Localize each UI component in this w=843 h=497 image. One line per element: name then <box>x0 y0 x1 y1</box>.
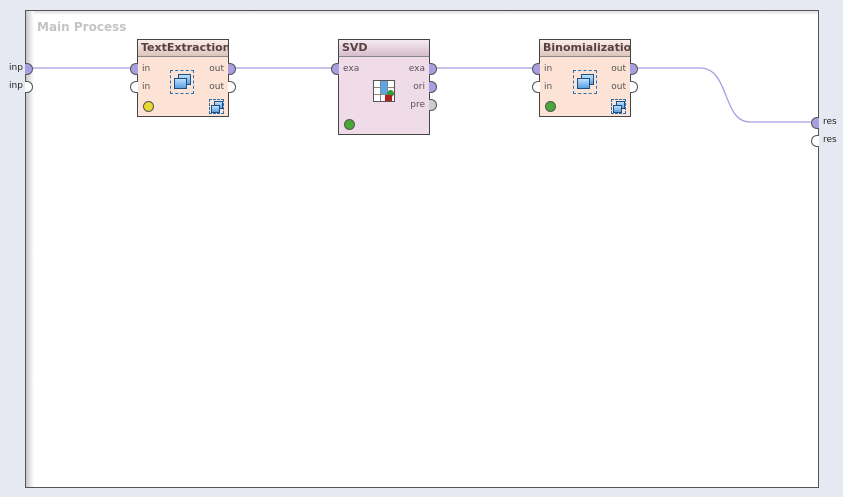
operator-svd[interactable]: SVD exa exa ori pre <box>338 39 430 135</box>
port-label: pre <box>410 100 425 110</box>
input-port[interactable] <box>130 63 138 75</box>
panel-shadow <box>26 11 818 15</box>
status-led-green <box>545 101 556 112</box>
nested-process-icon[interactable] <box>611 99 626 114</box>
output-port[interactable] <box>228 81 236 93</box>
output-port[interactable] <box>228 63 236 75</box>
operator-title: SVD <box>339 40 429 57</box>
port-label: in <box>544 64 553 74</box>
port-label: in <box>142 82 151 92</box>
output-port[interactable] <box>429 99 437 111</box>
process-result-label: res <box>823 117 837 127</box>
input-port[interactable] <box>331 63 339 75</box>
output-port[interactable] <box>429 63 437 75</box>
status-led-yellow <box>143 101 154 112</box>
svd-table-icon <box>373 80 395 102</box>
wire-binomialization-to-res <box>636 67 812 123</box>
operator-binomialization[interactable]: Binomialization in in out out <box>539 39 631 117</box>
operator-textextraction[interactable]: TextExtraction... in in out out <box>137 39 229 117</box>
process-result-label: res <box>823 135 837 145</box>
input-port[interactable] <box>532 63 540 75</box>
port-label: out <box>209 64 224 74</box>
port-label: out <box>209 82 224 92</box>
panel-shadow <box>26 11 34 487</box>
process-title: Main Process <box>37 20 127 34</box>
process-input-port[interactable] <box>25 81 33 93</box>
operator-title: Binomialization <box>540 40 630 57</box>
port-label: exa <box>408 64 425 74</box>
port-label: out <box>611 64 626 74</box>
input-port[interactable] <box>130 81 138 93</box>
process-input-label: inp <box>9 81 23 91</box>
process-result-port[interactable] <box>811 135 819 147</box>
subprocess-icon <box>170 70 194 94</box>
port-label: ori <box>413 82 425 92</box>
process-result-port[interactable] <box>811 117 819 129</box>
output-port[interactable] <box>630 81 638 93</box>
nested-process-icon[interactable] <box>209 99 224 114</box>
status-led-green <box>344 119 355 130</box>
port-label: out <box>611 82 626 92</box>
process-input-label: inp <box>9 63 23 73</box>
port-label: exa <box>343 64 360 74</box>
operator-title: TextExtraction... <box>138 40 228 57</box>
port-label: in <box>142 64 151 74</box>
output-port[interactable] <box>630 63 638 75</box>
input-port[interactable] <box>532 81 540 93</box>
port-label: in <box>544 82 553 92</box>
output-port[interactable] <box>429 81 437 93</box>
process-input-port[interactable] <box>25 63 33 75</box>
subprocess-icon <box>573 70 597 94</box>
